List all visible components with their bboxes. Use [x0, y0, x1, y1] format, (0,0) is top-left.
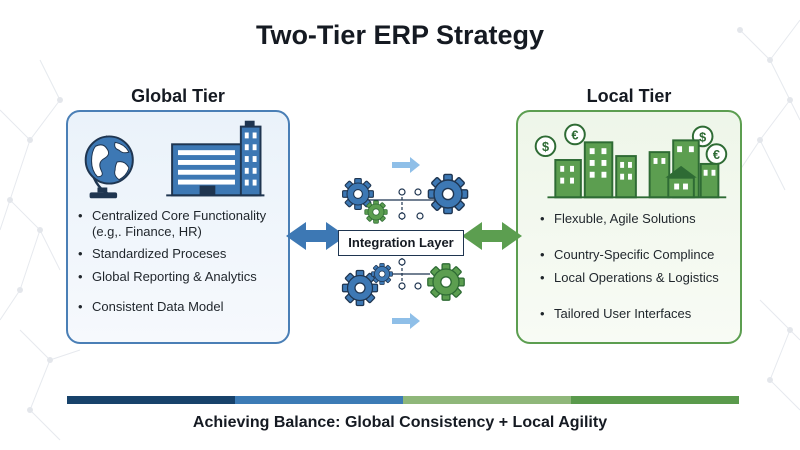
svg-text:$: $ — [542, 139, 549, 154]
global-tier-panel: Centralized Core Functionality (e.g,. Fi… — [66, 110, 290, 344]
svg-text:€: € — [571, 127, 578, 142]
gear-icon — [427, 173, 469, 215]
flow-arrow-icon — [392, 157, 420, 173]
global-tier-bullet-list: Centralized Core Functionality (e.g,. Fi… — [78, 208, 284, 315]
integration-layer-label: Integration Layer — [338, 230, 464, 256]
local-tier-illustration: $ € $ € — [534, 123, 728, 199]
global-bullet-reporting-analytics: Global Reporting & Analytics — [78, 269, 284, 285]
local-bullet-compliance: Country-Specific Complince — [540, 247, 736, 263]
balance-caption: Achieving Balance: Global Consistency + … — [192, 414, 608, 431]
local-bullet-agile-solutions: Flexuble, Agile Solutions — [540, 211, 736, 227]
flow-arrow-icon — [392, 313, 420, 329]
double-arrow-icon — [286, 222, 346, 250]
bar-segment-light-green — [403, 396, 571, 404]
global-tier-illustration — [84, 120, 265, 199]
office-building-icon — [166, 120, 265, 197]
globe-icon — [84, 135, 134, 199]
balance-color-bar — [67, 396, 739, 404]
bar-segment-dark-blue — [67, 396, 235, 404]
gear-icon — [371, 263, 393, 285]
local-bullet-user-interfaces: Tailored User Interfaces — [540, 306, 736, 322]
local-bullet-operations-logistics: Local Operations & Logistics — [540, 270, 736, 286]
global-bullet-core-functionality: Centralized Core Functionality (e.g,. Fi… — [78, 208, 284, 240]
bar-segment-green — [571, 396, 739, 404]
gear-icon — [427, 263, 465, 301]
svg-text:€: € — [713, 147, 720, 162]
bar-segment-blue — [235, 396, 403, 404]
integration-layer-graphic — [286, 157, 522, 329]
euro-coin-icon: € — [564, 123, 586, 146]
euro-coin-icon: € — [705, 143, 728, 165]
local-tier-panel: $ € $ € — [516, 110, 742, 344]
global-tier-heading: Global Tier — [131, 86, 225, 106]
global-bullet-standardized-processes: Standardized Proceses — [78, 246, 284, 262]
gear-icon — [364, 200, 388, 224]
page-title: Two-Tier ERP Strategy — [255, 20, 545, 50]
global-bullet-data-model: Consistent Data Model — [78, 299, 284, 315]
gear-icon — [342, 178, 374, 210]
city-buildings-icon — [547, 139, 727, 199]
local-tier-bullet-list: Flexuble, Agile Solutions Country-Specif… — [540, 211, 736, 322]
double-arrow-icon — [462, 222, 522, 250]
dollar-coin-icon: $ — [534, 135, 557, 158]
svg-text:$: $ — [699, 129, 706, 144]
gear-icon — [341, 269, 379, 307]
local-tier-heading: Local Tier — [586, 86, 672, 106]
